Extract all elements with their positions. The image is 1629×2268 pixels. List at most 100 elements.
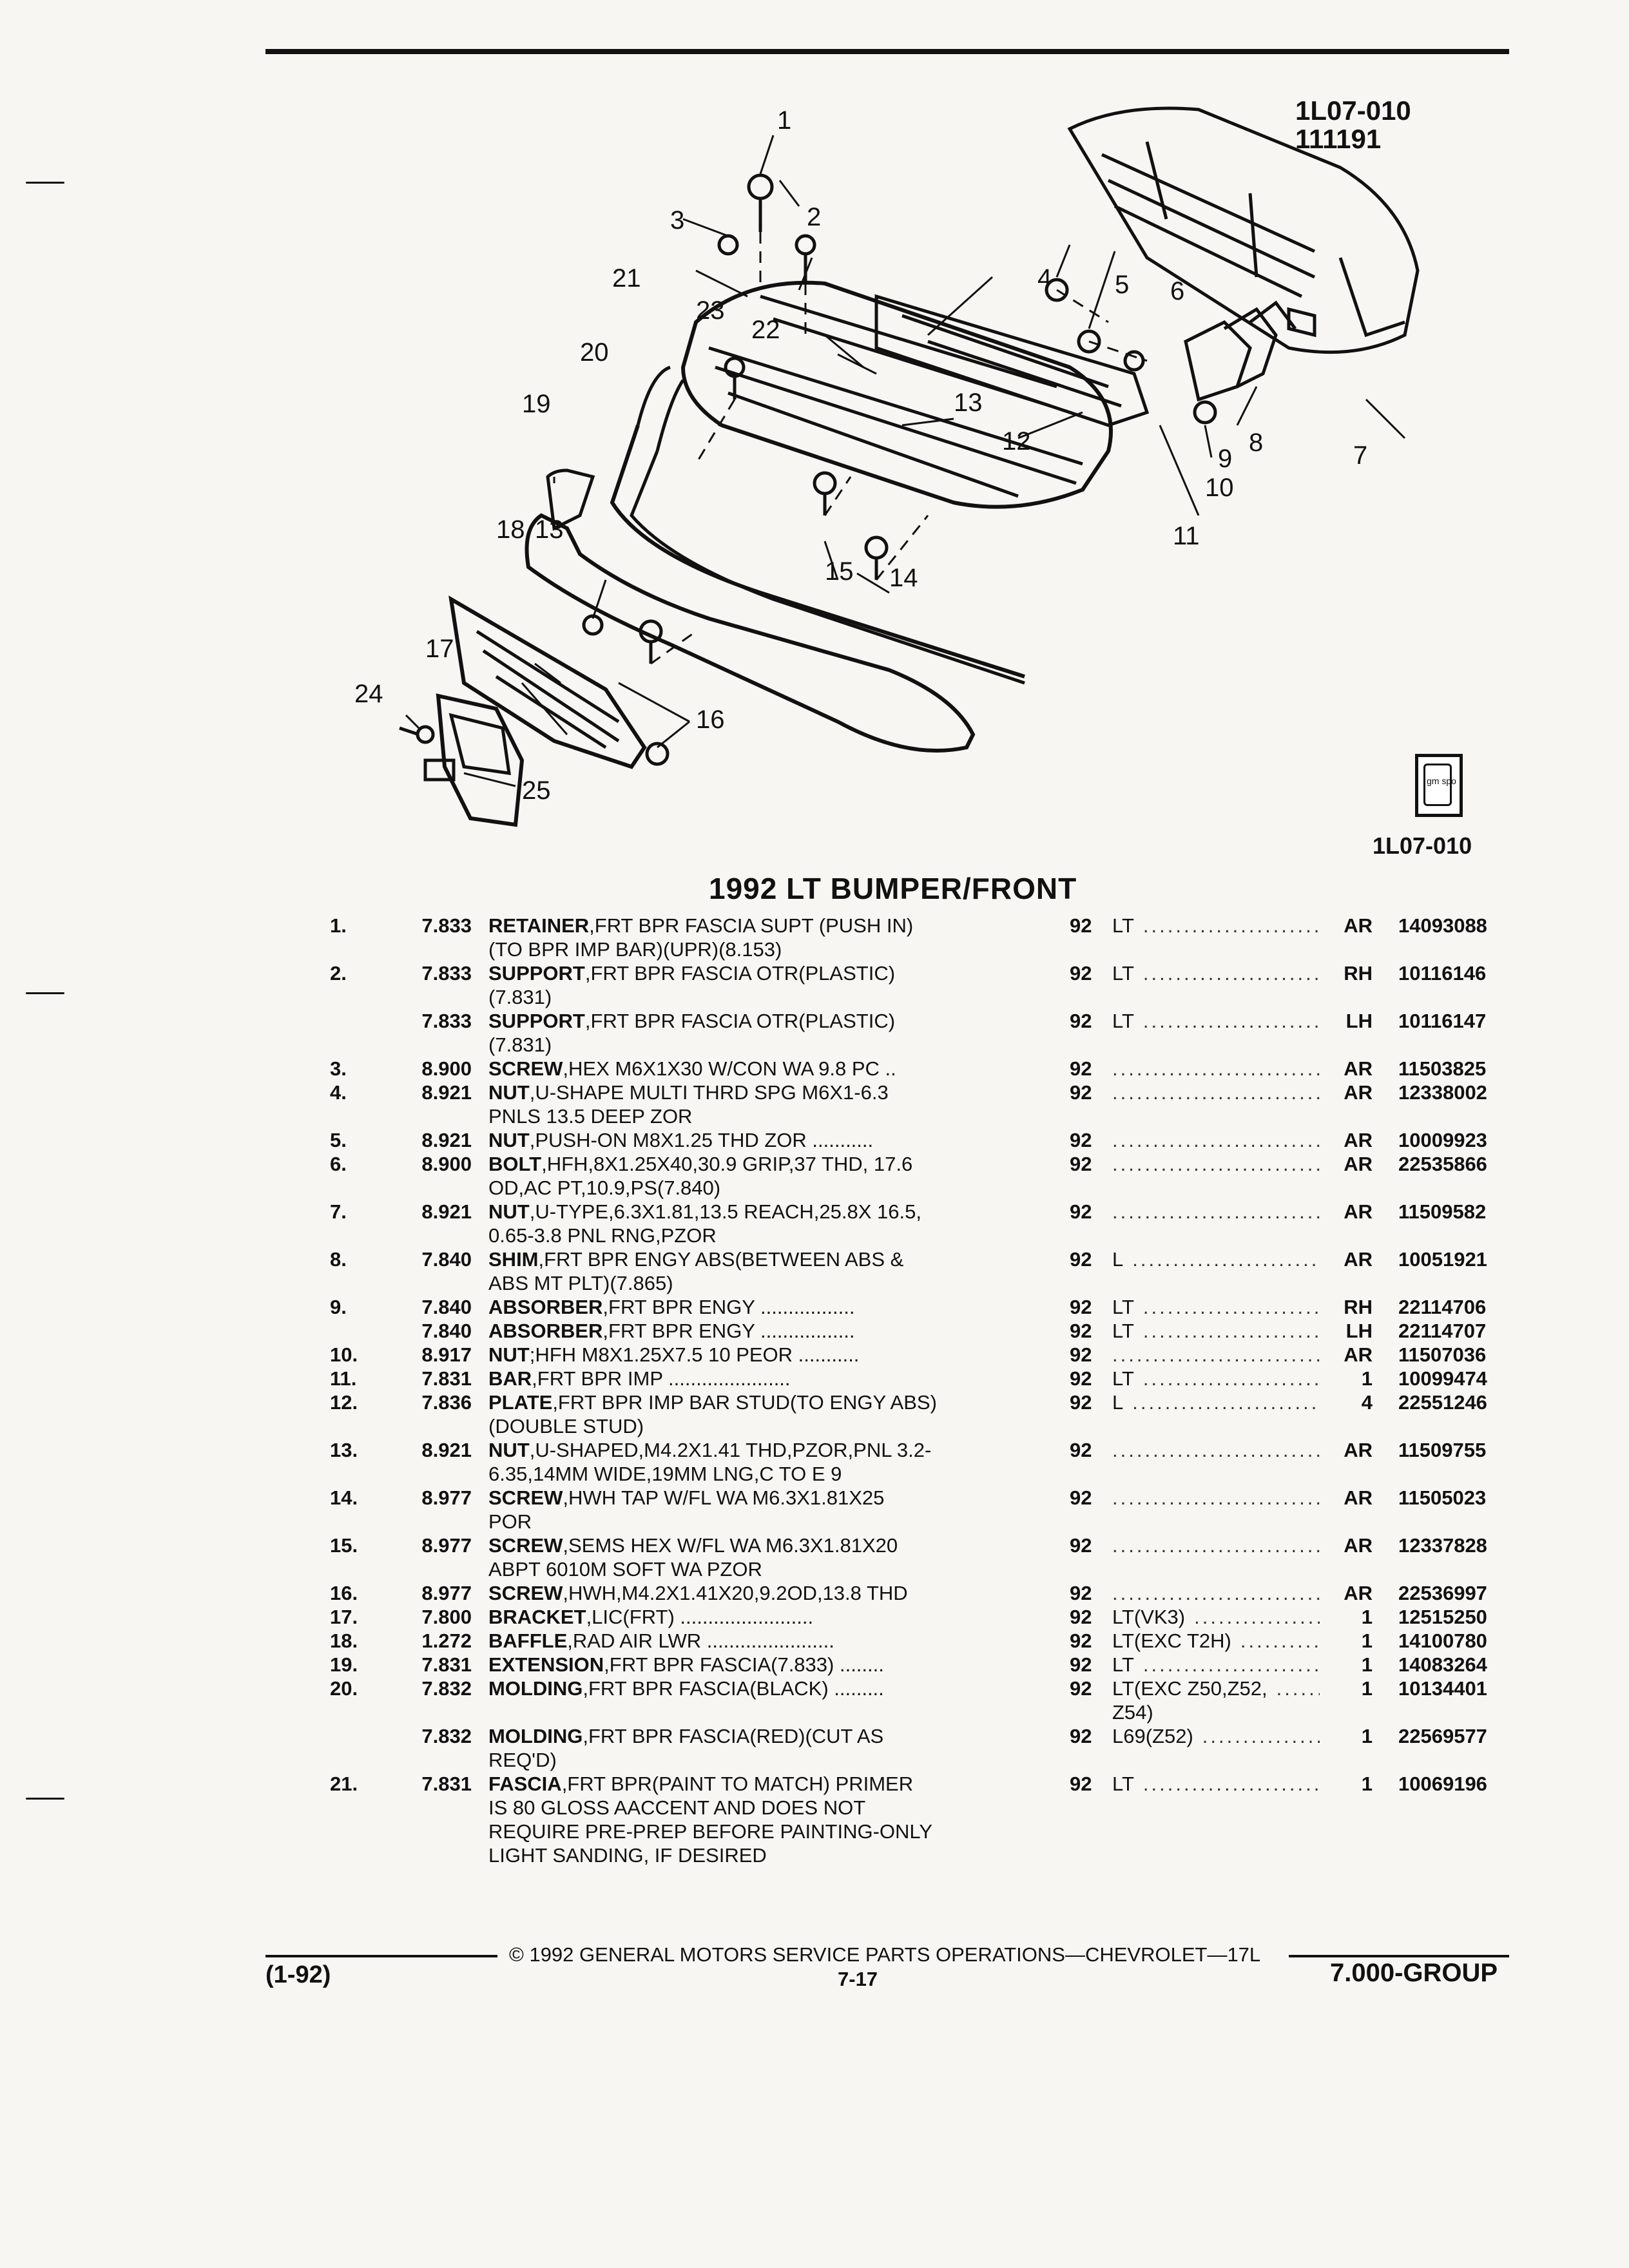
part-number: 11507036 <box>1398 1343 1487 1366</box>
callout-16: 16 <box>696 706 725 734</box>
leader-dots: ........................................… <box>1112 1153 1320 1175</box>
quantity: 1 <box>1361 1677 1373 1700</box>
model-year: 92 <box>1070 1391 1092 1414</box>
part-number: 14100780 <box>1398 1629 1487 1652</box>
leader-dots: ........................................… <box>1112 1343 1320 1366</box>
part-description: ,FRT BPR ENGY ................. <box>602 1296 855 1318</box>
callout-8: 8 <box>1249 428 1263 457</box>
group-number: 8.977 <box>421 1486 472 1509</box>
model-year: 92 <box>1070 1320 1092 1342</box>
group-number: 8.900 <box>421 1057 472 1080</box>
parts-row: (DOUBLE STUD) <box>0 1414 1629 1438</box>
parts-row: PNLS 13.5 DEEP ZOR <box>0 1104 1629 1128</box>
model-year: 92 <box>1070 1129 1092 1151</box>
ref-number: 19. <box>330 1653 358 1676</box>
part-name: BAR <box>488 1367 532 1390</box>
part-description: (DOUBLE STUD) <box>488 1415 644 1437</box>
parts-row: Z54) <box>0 1700 1629 1724</box>
part-description: OD,AC PT,10.9,PS(7.840) <box>488 1177 721 1199</box>
ref-number: 2. <box>330 962 347 985</box>
gm-spo-logo: gm spo <box>1415 754 1463 817</box>
model-code: L69(Z52) <box>1112 1725 1193 1747</box>
parts-row: 6.35,14MM WIDE,19MM LNG,C TO E 9 <box>0 1462 1629 1486</box>
part-number: 12337828 <box>1398 1534 1487 1557</box>
ref-number: 10. <box>330 1343 358 1366</box>
part-name: RETAINER <box>488 914 590 937</box>
group-number: 7.832 <box>421 1725 472 1747</box>
leader-dots: ........................................… <box>1142 962 1320 985</box>
parts-row: REQUIRE PRE-PREP BEFORE PAINTING-ONLY <box>0 1820 1629 1843</box>
callout-25: 25 <box>522 776 551 805</box>
part-description: ,FRT BPR FASCIA OTR(PLASTIC) <box>584 962 896 985</box>
part-number: 11509582 <box>1398 1200 1487 1223</box>
group-number: 7.800 <box>421 1606 472 1628</box>
ref-number: 4. <box>330 1081 347 1104</box>
model-code: LT <box>1112 1010 1134 1032</box>
part-description: ,LIC(FRT) ........................ <box>586 1606 814 1628</box>
callout-3: 3 <box>670 206 684 235</box>
group-number: 7.840 <box>421 1296 472 1318</box>
callout-18: 18 <box>496 515 525 544</box>
group-number: 7.831 <box>421 1367 472 1390</box>
group-number: 8.900 <box>421 1153 472 1175</box>
group-number: 7.832 <box>421 1677 472 1700</box>
model-year: 92 <box>1070 1773 1092 1795</box>
part-name: NUT <box>488 1129 530 1151</box>
part-number: 10099474 <box>1398 1367 1487 1390</box>
leader-dots: ........................................… <box>1142 1653 1320 1676</box>
model-year: 92 <box>1070 1677 1092 1700</box>
quantity: 1 <box>1361 1606 1373 1628</box>
model-year: 92 <box>1070 914 1092 937</box>
part-description: (TO BPR IMP BAR)(UPR)(8.153) <box>488 938 782 961</box>
leader-dots: ........................................… <box>1112 1081 1320 1104</box>
ref-number: 15. <box>330 1534 358 1557</box>
model-year: 92 <box>1070 1725 1092 1747</box>
footer-rule <box>1289 1955 1509 1957</box>
part-name: SUPPORT <box>488 1010 585 1032</box>
part-number: 11509755 <box>1398 1439 1487 1461</box>
part-description: REQ'D) <box>488 1749 557 1771</box>
margin-mark <box>26 992 64 994</box>
callout-4: 4 <box>1037 264 1052 293</box>
model-year: 92 <box>1070 1248 1092 1271</box>
leader-dots: ........................................… <box>1240 1629 1320 1652</box>
parts-row: (7.831) <box>0 1033 1629 1057</box>
callout-5: 5 <box>1115 271 1129 299</box>
part-name: BOLT <box>488 1153 542 1175</box>
callout-19: 19 <box>522 390 551 418</box>
ref-number: 18. <box>330 1629 358 1652</box>
quantity: AR <box>1344 1200 1373 1223</box>
margin-mark <box>26 1798 64 1800</box>
model-code: LT(VK3) <box>1112 1606 1186 1628</box>
model-year: 92 <box>1070 1439 1092 1461</box>
callout-7: 7 <box>1353 441 1367 470</box>
quantity: AR <box>1344 914 1373 937</box>
quantity: LH <box>1345 1010 1373 1032</box>
quantity: AR <box>1344 1129 1373 1151</box>
model-year: 92 <box>1070 1653 1092 1676</box>
illustration-code: 1L07-010 111191 <box>1295 95 1411 154</box>
part-name: MOLDING <box>488 1725 583 1747</box>
leader-dots: ........................................… <box>1202 1725 1320 1747</box>
part-number: 10116146 <box>1398 962 1487 985</box>
part-number: 22114706 <box>1398 1296 1487 1318</box>
callout-11: 11 <box>1173 522 1200 550</box>
callout-13: 13 <box>954 389 983 417</box>
quantity: AR <box>1344 1534 1373 1557</box>
part-description: ,HWH,M4.2X1.41X20,9.2OD,13.8 THD <box>563 1582 908 1604</box>
part-description: (7.831) <box>488 1033 552 1056</box>
quantity: AR <box>1344 1439 1373 1461</box>
group-number: 8.917 <box>421 1343 472 1366</box>
part-name: NUT <box>488 1343 530 1366</box>
part-description: POR <box>488 1510 532 1533</box>
